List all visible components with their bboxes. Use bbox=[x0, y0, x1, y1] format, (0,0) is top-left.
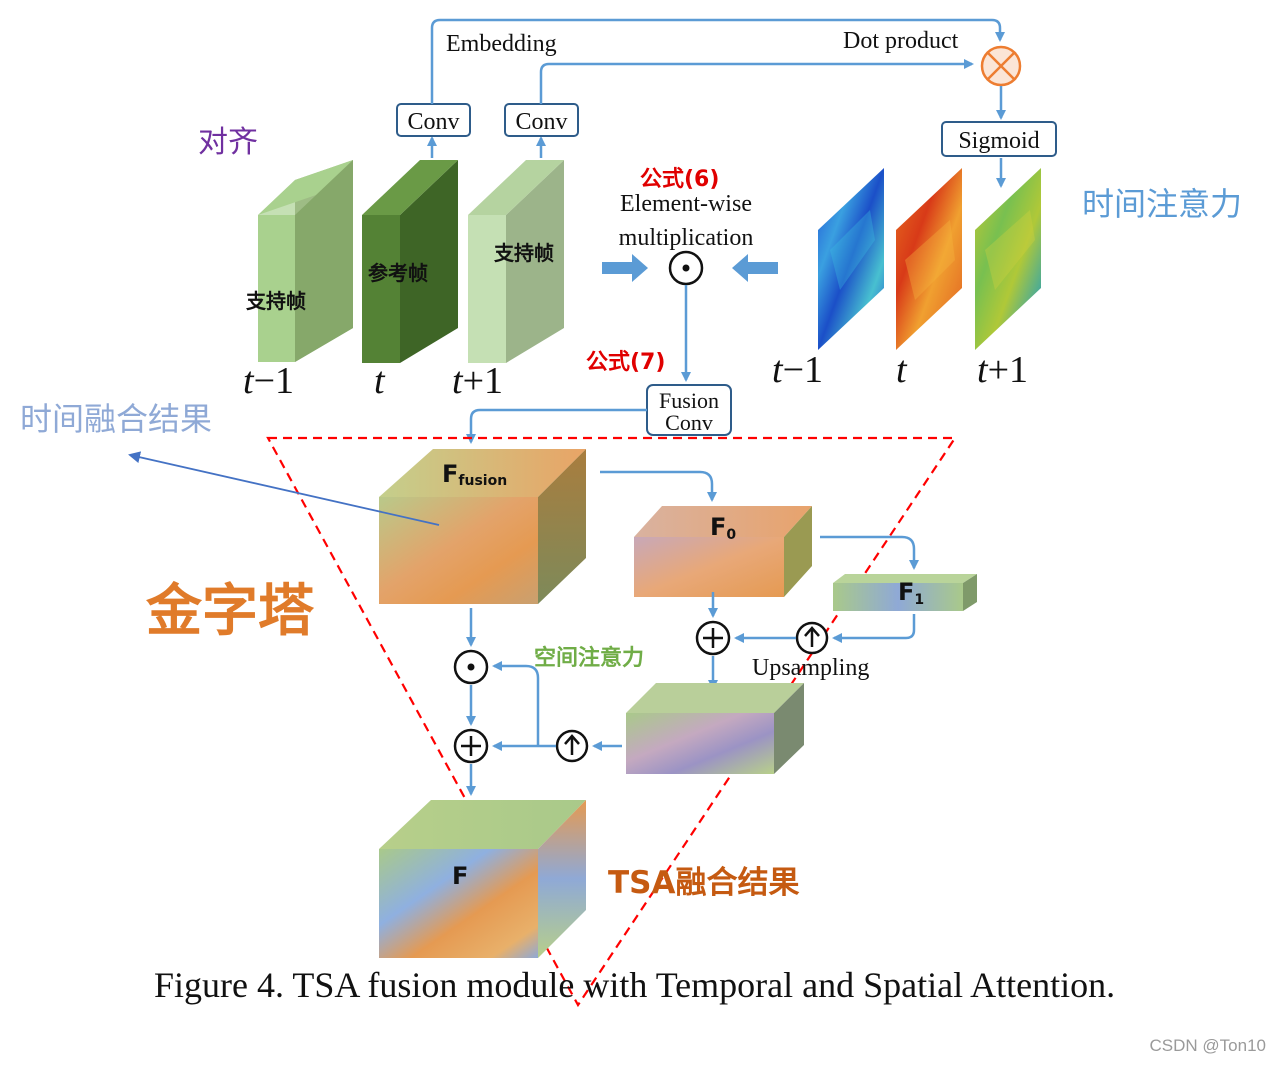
sigmoid-block: Sigmoid bbox=[941, 121, 1057, 157]
spatial-attention-annotation: 空间注意力 bbox=[534, 645, 644, 671]
spatial-multiply-operator-icon bbox=[453, 649, 489, 685]
svg-text:Conv: Conv bbox=[515, 109, 567, 135]
tsa-fusion-result-annotation: TSA融合结果 bbox=[608, 865, 799, 901]
frame-reference bbox=[362, 160, 458, 363]
f1-label: F1 bbox=[898, 578, 924, 608]
element-wise-label-line2: multiplication bbox=[619, 225, 754, 251]
add-operator-icon-left bbox=[453, 728, 489, 764]
arrow-left-fat-icon bbox=[732, 254, 778, 282]
f-fusion-feature-block bbox=[379, 449, 586, 604]
align-annotation: 对齐 bbox=[198, 125, 258, 160]
attention-time-t-minus-1: t−1 bbox=[772, 349, 823, 391]
dot-product-operator-icon bbox=[980, 45, 1022, 87]
conv-left-block: Conv bbox=[396, 103, 471, 137]
f-fusion-label: Ffusion bbox=[442, 460, 507, 489]
fusion-conv-block: Fusion Conv bbox=[646, 384, 732, 436]
conv-right-block: Conv bbox=[504, 103, 579, 137]
svg-text:Conv: Conv bbox=[665, 410, 713, 435]
f-output-label: F bbox=[452, 862, 468, 890]
mid-feature-block bbox=[626, 683, 804, 774]
frame-support-left bbox=[258, 160, 353, 362]
temporal-attention-annotation: 时间注意力 bbox=[1082, 185, 1242, 223]
support-frame-left-label: 支持帧 bbox=[246, 289, 306, 313]
attention-map-t-plus-1 bbox=[975, 168, 1041, 350]
upsample-operator-icon-right bbox=[795, 621, 829, 655]
f0-label: F0 bbox=[710, 513, 736, 543]
support-frame-right-label: 支持帧 bbox=[494, 241, 554, 265]
attention-time-t-plus-1: t+1 bbox=[977, 349, 1028, 391]
add-operator-icon-right bbox=[695, 620, 731, 656]
svg-text:Sigmoid: Sigmoid bbox=[958, 128, 1039, 154]
attention-time-t: t bbox=[896, 349, 908, 391]
temporal-fusion-result-annotation: 时间融合结果 bbox=[20, 400, 212, 438]
figure-caption: Figure 4. TSA fusion module with Tempora… bbox=[154, 965, 1116, 1005]
formula-6-annotation: 公式(6) bbox=[640, 167, 719, 192]
svg-text:Conv: Conv bbox=[407, 109, 459, 135]
f-output-feature-block bbox=[379, 800, 586, 958]
watermark: CSDN @Ton10 bbox=[1149, 1036, 1266, 1055]
element-wise-label-line1: Element-wise bbox=[620, 191, 752, 217]
pyramid-outline bbox=[266, 436, 958, 1008]
svg-text:Fusion: Fusion bbox=[659, 388, 719, 413]
embedding-label: Embedding bbox=[446, 31, 557, 57]
frame-support-right bbox=[468, 160, 564, 363]
upsample-operator-icon-left bbox=[555, 729, 589, 763]
attention-map-t bbox=[896, 168, 962, 350]
dot-product-label: Dot product bbox=[843, 28, 959, 54]
arrow-right-fat-icon bbox=[602, 254, 648, 282]
element-wise-multiply-operator-icon bbox=[668, 250, 704, 286]
formula-7-annotation: 公式(7) bbox=[586, 350, 665, 375]
pyramid-annotation: 金字塔 bbox=[145, 579, 315, 644]
time-label-t-minus-1: t−1 bbox=[243, 360, 294, 402]
attention-map-t-minus-1 bbox=[818, 168, 884, 350]
time-label-t-plus-1: t+1 bbox=[452, 360, 503, 402]
reference-frame-label: 参考帧 bbox=[368, 261, 428, 285]
time-label-t: t bbox=[374, 360, 386, 402]
f0-feature-block bbox=[634, 506, 812, 597]
upsampling-label: Upsampling bbox=[752, 655, 869, 681]
f1-feature-block bbox=[833, 574, 977, 611]
